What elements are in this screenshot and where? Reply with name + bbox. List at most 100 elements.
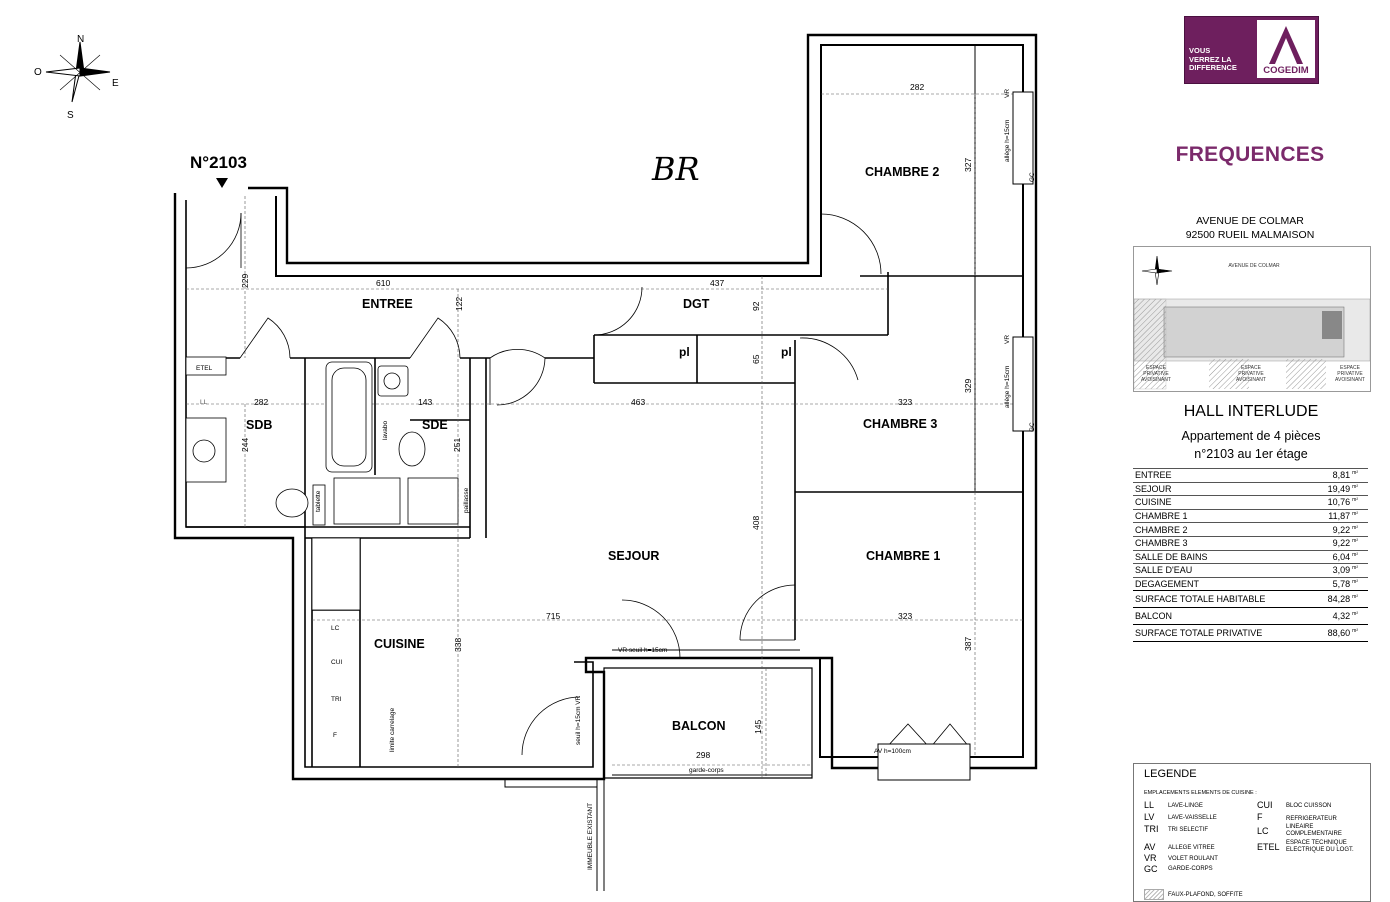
handwritten-note: BR	[651, 150, 700, 188]
dimension-lines	[186, 93, 1023, 780]
vr-label: VR	[1004, 335, 1011, 344]
site-map-compass-icon	[1141, 255, 1173, 286]
apartment-description: Appartement de 4 pièces n°2103 au 1er ét…	[1181, 429, 1321, 461]
room-dgt: DGT	[683, 297, 710, 311]
room-sdb: SDB	[246, 418, 272, 432]
seuil-vr-label: seuil h=15cm VR	[575, 695, 582, 745]
room-entree: ENTREE	[362, 297, 413, 311]
windows	[877, 91, 1034, 781]
ll-label: LL	[200, 399, 208, 406]
legend-desc: ALLEGE VITREE	[1168, 845, 1215, 851]
legend-desc: LAVE-LINGE	[1168, 803, 1203, 809]
apartment-tag: N°2103	[190, 153, 247, 172]
legend-desc: TRI SELECTIF	[1168, 827, 1209, 833]
garde-corps-line	[612, 649, 812, 776]
room-cuisine: CUISINE	[374, 637, 425, 651]
dimension-label: 145	[753, 720, 763, 734]
kitchen-f-label: F	[333, 732, 337, 739]
hall-name: HALL INTERLUDE	[1183, 403, 1319, 420]
allege-label: allège h=15cm	[1004, 120, 1011, 162]
sanitary-fixtures	[185, 356, 459, 611]
dimension-label: 715	[546, 611, 560, 621]
allege-label: allège h=15cm	[1004, 366, 1011, 408]
tablette-label: tablette	[315, 490, 322, 512]
entrance-arrow-icon	[216, 178, 228, 188]
vr-seuil-label: VR seuil h=15cm	[618, 647, 667, 654]
legend-code: LC	[1257, 826, 1269, 836]
dimension-label: 610	[376, 278, 390, 288]
kitchen-tri-label: TRI	[331, 696, 342, 703]
room-sejour: SEJOUR	[608, 549, 659, 563]
compass-w: O	[34, 67, 42, 78]
lavabo-label: lavabo	[382, 420, 389, 440]
dimension-label: 282	[254, 397, 268, 407]
dimension-label: 244	[240, 438, 250, 452]
dimension-label: 323	[898, 611, 912, 621]
compass-n: N	[77, 34, 84, 45]
garde-corps-label: garde-corps	[689, 767, 724, 774]
compass-s: S	[67, 110, 74, 121]
legend-code: ETEL	[1257, 842, 1280, 852]
vr-label: VR	[1004, 89, 1011, 98]
gc-label: GC	[1029, 172, 1036, 182]
dimension-label: 327	[963, 158, 973, 172]
door-swings	[185, 212, 971, 756]
dimension-label: 282	[910, 82, 924, 92]
dimension-label: 463	[631, 397, 645, 407]
legend-title: LEGENDE	[1144, 768, 1197, 780]
dimension-label: 143	[418, 397, 432, 407]
logo-tagline: VOUS VERREZ LA DIFFERENCE	[1189, 46, 1237, 72]
room-chambre-2: CHAMBRE 2	[865, 165, 939, 179]
dimension-label: 122	[454, 297, 464, 311]
room-balcon: BALCON	[672, 719, 725, 733]
kitchen-cui-label: CUI	[331, 659, 342, 666]
legend-desc: VOLET ROULANT	[1168, 856, 1218, 862]
legend-desc: REFRIGERATEUR	[1286, 816, 1337, 822]
legend-code: GC	[1144, 864, 1158, 874]
av-window-label: AV h=100cm	[874, 748, 911, 755]
placard-label: pl	[679, 345, 690, 359]
dimension-label: 329	[963, 379, 973, 393]
dimension-label: 251	[452, 438, 462, 452]
legend-code: CUI	[1257, 800, 1273, 810]
legend-code: VR	[1144, 853, 1157, 863]
existing-building-label: IMMEUBLE EXISTANT	[587, 803, 594, 870]
program-title: FREQUENCES	[1175, 143, 1325, 166]
dimension-label: 298	[696, 750, 710, 760]
address: AVENUE DE COLMAR 92500 RUEIL MALMAISON	[1185, 215, 1315, 241]
dimension-label: 338	[453, 638, 463, 652]
site-map-street: AVENUE DE COLMAR	[1228, 263, 1280, 269]
legend-code: F	[1257, 812, 1263, 822]
limite-carrelage-label: limite carrelage	[389, 708, 396, 752]
legend-code: LL	[1144, 800, 1155, 810]
room-chambre-1: CHAMBRE 1	[866, 549, 940, 563]
cogedim-a-icon	[1269, 26, 1303, 64]
gc-label: GC	[1029, 422, 1036, 432]
kitchen-lc-label: LC	[331, 625, 340, 632]
legend-code: LV	[1144, 812, 1155, 822]
legend-desc: BLOC CUISSON	[1286, 803, 1332, 809]
paillasse-label: paillasse	[463, 487, 470, 513]
legend-desc: ESPACE TECHNIQUE ELECTRIQUE DU LOGT.	[1286, 840, 1354, 853]
dimension-label: 408	[751, 516, 761, 530]
legend-code: TRI	[1144, 824, 1159, 834]
room-sde: SDE	[422, 418, 448, 432]
room-chambre-3: CHAMBRE 3	[863, 417, 937, 431]
legend: LEGENDE EMPLACEMENTS ELEMENTS DE CUISINE…	[1133, 763, 1371, 902]
legend-desc: LINEAIRE COMPLEMENTAIRE	[1286, 824, 1342, 837]
legend-desc: FAUX-PLAFOND, SOFFITE	[1168, 892, 1243, 898]
